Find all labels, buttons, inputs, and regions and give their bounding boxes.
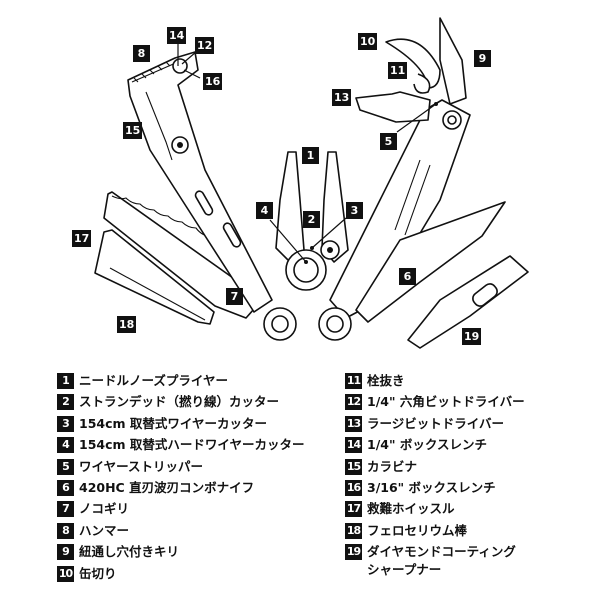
callout-18: 18 — [117, 316, 137, 333]
legend-item: 13 ラージビットドライバー — [345, 415, 525, 436]
legend-number: 8 — [57, 522, 74, 539]
legend-number: 16 — [345, 479, 362, 496]
legend-number: 13 — [345, 415, 362, 432]
legend-label: ノコギリ — [79, 501, 130, 517]
legend-label-line-1: ダイヤモンドコーティング — [367, 544, 516, 560]
callout-16: 16 — [203, 73, 223, 90]
legend-label: 420HC 直刃波刃コンボナイフ — [79, 479, 255, 495]
legend-item: 10 缶切り — [57, 565, 305, 586]
pivots-drawing — [263, 307, 352, 341]
ferro-rod-drawing — [94, 229, 215, 325]
legend-label: ストランデッド（撚り線）カッター — [79, 394, 280, 410]
legend-item: 7 ノコギリ — [57, 500, 305, 521]
legend-item: 12 1/4" 六角ビットドライバー — [345, 393, 525, 414]
legend-number: 7 — [57, 501, 74, 518]
callout-13: 13 — [332, 89, 352, 106]
legend-item: 4 154cm 取替式ハードワイヤーカッター — [57, 436, 305, 457]
legend-label: 154cm 取替式ハードワイヤーカッター — [79, 437, 305, 453]
legend-number: 12 — [345, 394, 362, 411]
legend-label: 1/4" 六角ビットドライバー — [367, 394, 525, 410]
legend-item: 15 カラビナ — [345, 458, 525, 479]
legend-item: 2 ストランデッド（撚り線）カッター — [57, 393, 305, 414]
legend-item: 6 420HC 直刃波刃コンボナイフ — [57, 479, 305, 500]
legend-label: 3/16" ボックスレンチ — [367, 479, 496, 495]
callout-8: 8 — [133, 45, 150, 62]
left-handle-drawing — [127, 51, 273, 313]
legend-number: 9 — [57, 544, 74, 561]
legend-item: 9 紐通し穴付きキリ — [57, 543, 305, 564]
legend-number: 6 — [57, 479, 74, 496]
legend-number: 19 — [345, 544, 362, 561]
callout-12: 12 — [195, 37, 215, 54]
legend-item: 5 ワイヤーストリッパー — [57, 458, 305, 479]
legend-item: 3 154cm 取替式ワイヤーカッター — [57, 415, 305, 436]
legend-number: 4 — [57, 437, 74, 454]
legend-label: ハンマー — [79, 522, 130, 538]
legend-label: 154cm 取替式ワイヤーカッター — [79, 415, 268, 431]
knife-drawing — [355, 201, 506, 323]
legend-label: カラビナ — [367, 458, 418, 474]
legend-number: 5 — [57, 458, 74, 475]
callout-7: 7 — [226, 288, 243, 305]
legend-number: 11 — [345, 373, 362, 389]
callout-2: 2 — [303, 211, 320, 228]
legend-label: 紐通し穴付きキリ — [79, 544, 180, 560]
callout-15: 15 — [123, 122, 143, 139]
callout-1: 1 — [302, 147, 319, 164]
legend-label: ニードルノーズプライヤー — [79, 373, 229, 388]
callout-3: 3 — [346, 202, 363, 219]
legend-label: 栓抜き — [367, 373, 405, 388]
callout-11: 11 — [388, 62, 408, 79]
legend-item: 11 栓抜き — [345, 372, 525, 393]
legend-number: 1 — [57, 373, 74, 389]
top-tools-drawing — [355, 17, 467, 123]
legend-item: 8 ハンマー — [57, 522, 305, 543]
legend-label: フェロセリウム棒 — [367, 522, 468, 538]
callout-5: 5 — [380, 133, 397, 150]
multitool-diagram: 1 2 3 4 5 6 7 8 9 10 11 12 13 14 15 16 1… — [72, 17, 529, 349]
callout-10: 10 — [358, 33, 378, 50]
callout-4: 4 — [256, 202, 273, 219]
legend-label: 缶切り — [79, 565, 117, 581]
legend-label: ワイヤーストリッパー — [79, 458, 204, 474]
sharpener-drawing — [407, 255, 529, 349]
callout-9: 9 — [474, 50, 491, 67]
legend-number: 10 — [57, 565, 74, 582]
legend-label: ラージビットドライバー — [367, 415, 505, 431]
legend-item: 1 ニードルノーズプライヤー — [57, 372, 305, 393]
legend-number: 14 — [345, 437, 362, 454]
callout-14: 14 — [167, 27, 187, 44]
legend-number: 18 — [345, 522, 362, 539]
callout-19: 19 — [462, 328, 482, 345]
legend-left-column: 1 ニードルノーズプライヤー 2 ストランデッド（撚り線）カッター 3 154cm 取… — [57, 372, 305, 586]
legend-label: ダイヤモンドコーティングシャープナー — [367, 543, 516, 579]
legend-label-line-2: シャープナー — [367, 562, 442, 578]
legend-item: 17 救難ホイッスル — [345, 500, 525, 521]
legend-number: 3 — [57, 415, 74, 432]
callout-6: 6 — [399, 268, 416, 285]
legend-item: 18 フェロセリウム棒 — [345, 522, 525, 543]
legend-number: 17 — [345, 501, 362, 518]
legend-right-column: 11 栓抜き 12 1/4" 六角ビットドライバー 13 ラージビットドライバー 14… — [345, 372, 525, 583]
callout-17: 17 — [72, 230, 92, 247]
legend-number: 2 — [57, 394, 74, 411]
leader-lines — [177, 42, 437, 264]
multitool-drawing — [94, 17, 529, 349]
legend-item: 16 3/16" ボックスレンチ — [345, 479, 525, 500]
legend-item: 19 ダイヤモンドコーティングシャープナー — [345, 543, 525, 583]
legend-number: 15 — [345, 458, 362, 475]
legend-label: 1/4" ボックスレンチ — [367, 437, 487, 453]
legend-label: 救難ホイッスル — [367, 501, 455, 517]
legend-item: 14 1/4" ボックスレンチ — [345, 436, 525, 457]
